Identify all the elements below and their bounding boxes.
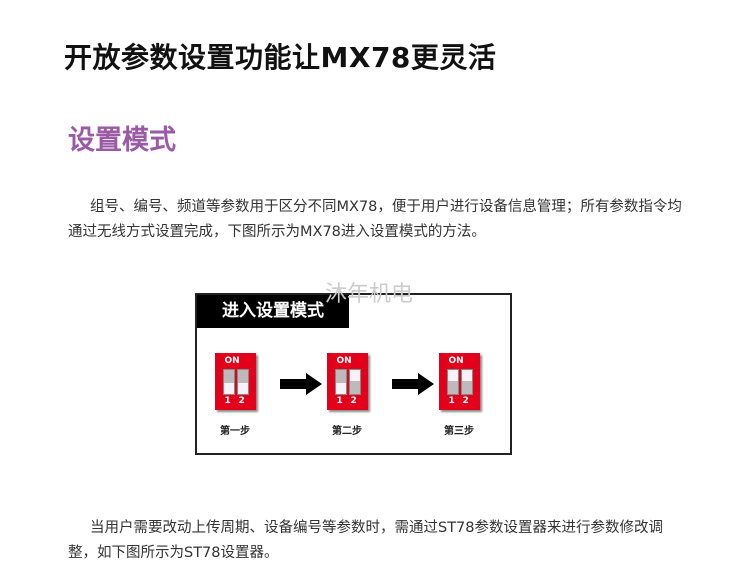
st78-paragraph: 当用户需要改动上传周期、设备编号等参数时，需通过ST78参数设置器来进行参数修改… <box>68 520 664 561</box>
watermark: 沐年机电 <box>325 282 414 307</box>
diagram-heading: 进入设置模式 <box>197 295 349 328</box>
on-label: ON <box>224 356 240 366</box>
switch-number: 1 <box>224 396 231 406</box>
on-label: ON <box>448 356 464 366</box>
arrow-right-icon <box>392 373 434 395</box>
dip-switch <box>446 369 459 395</box>
intro-paragraph: 组号、编号、频道等参数用于区分不同MX78，便于用户进行设备信息管理；所有参数指… <box>68 199 682 240</box>
section-heading: 设置模式 <box>68 125 176 156</box>
step-label: 第三步 <box>444 426 474 437</box>
switch-number: 2 <box>462 396 469 406</box>
dip-switch <box>222 369 235 395</box>
dip-switch <box>236 369 249 395</box>
on-label: ON <box>336 356 352 366</box>
switch-number: 1 <box>336 396 343 406</box>
step-label: 第一步 <box>220 426 250 437</box>
dip-switch <box>348 369 361 395</box>
dip-switch <box>460 369 473 395</box>
switch-number: 2 <box>238 396 245 406</box>
step-label: 第二步 <box>332 426 362 437</box>
dip-switch <box>334 369 347 395</box>
page-title: 开放参数设置功能让MX78更灵活 <box>64 41 497 74</box>
switch-number: 1 <box>448 396 455 406</box>
switch-number: 2 <box>350 396 357 406</box>
arrow-right-icon <box>280 373 322 395</box>
